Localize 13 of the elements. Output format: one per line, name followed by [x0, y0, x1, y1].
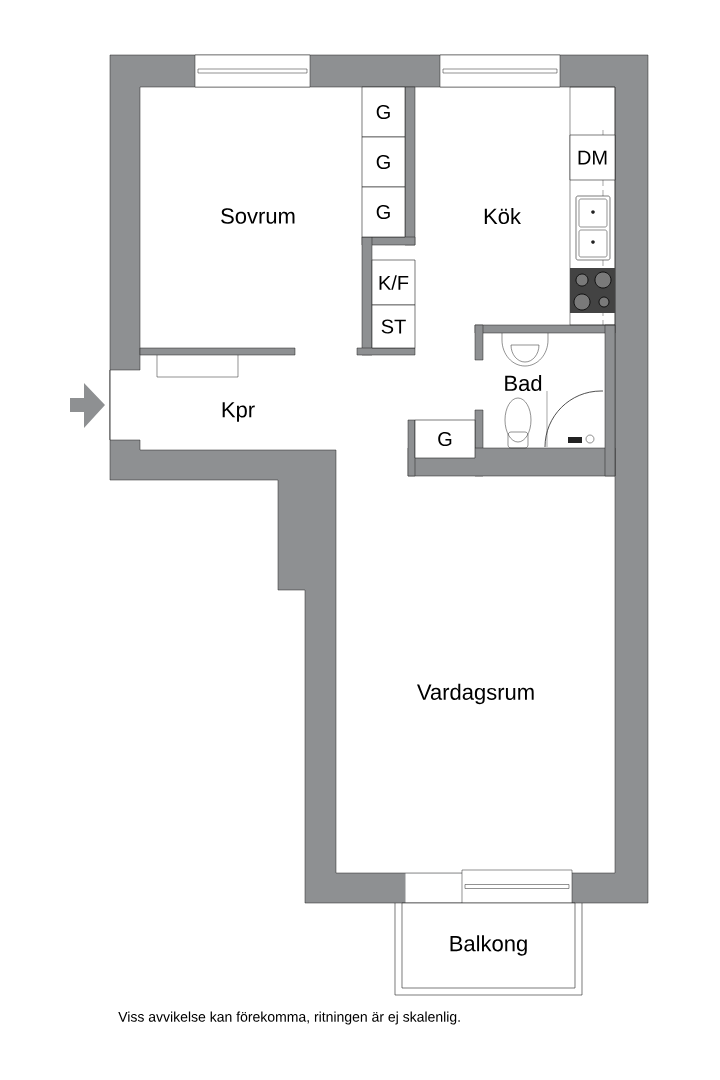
room-label: Bad — [505, 374, 542, 392]
cabinet-box: G — [361, 136, 406, 188]
cabinet-box: G — [361, 86, 406, 138]
cabinet-box: G — [414, 419, 476, 459]
room-label: Kök — [484, 207, 521, 225]
disclaimer-note: Viss avvikelse kan förekomma, ritningen är ej skalenlig. — [118, 1011, 460, 1025]
room-label: Sovrum — [221, 208, 295, 224]
cabinet-box: K/F — [371, 259, 416, 306]
room-label: Kpr — [222, 402, 255, 422]
cabinet-box: ST — [371, 304, 416, 349]
room-label: Vardagsrum — [417, 683, 534, 705]
cabinet-box: DM — [569, 134, 616, 181]
cabinet-box: G — [361, 186, 406, 238]
